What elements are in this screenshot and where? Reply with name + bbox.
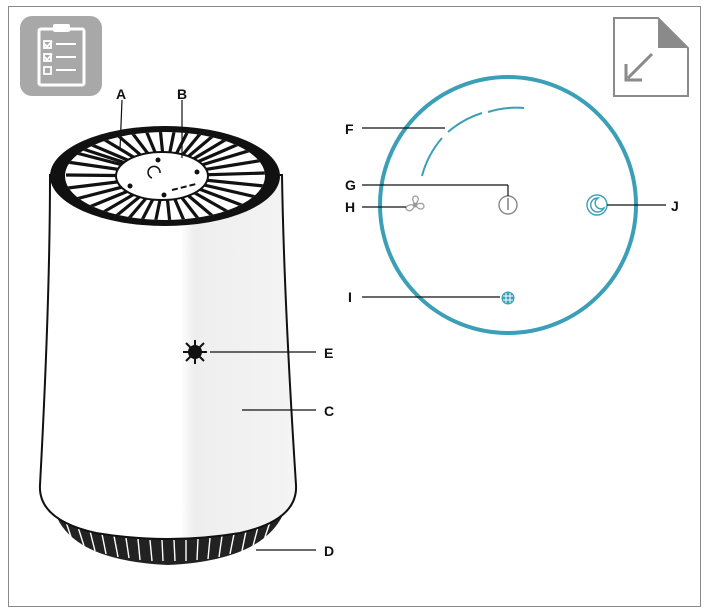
fan-icon [405,195,425,212]
indicator-arc-2 [447,112,483,133]
air-purifier [38,126,298,565]
leader-lines-panel [362,127,666,298]
leader-lines-purifier [119,99,316,551]
label-h: H [345,199,355,215]
label-d: D [324,543,334,559]
label-b: B [177,86,187,102]
label-c: C [324,403,334,419]
label-f: F [345,121,354,137]
diagram-frame [8,6,701,607]
label-g: G [345,177,356,193]
bottom-grille [65,521,271,562]
sensor-mark [183,340,207,364]
checklist-icon [20,16,102,96]
filter-icon [501,291,515,305]
label-j: J [671,198,679,214]
arrow-down-left-page-icon [613,17,689,97]
indicator-arc-1 [487,106,525,113]
control-panel-diagram [378,75,638,335]
label-e: E [324,345,333,361]
label-i: I [348,289,352,305]
label-a: A [116,86,126,102]
indicator-arc-3 [421,137,443,177]
